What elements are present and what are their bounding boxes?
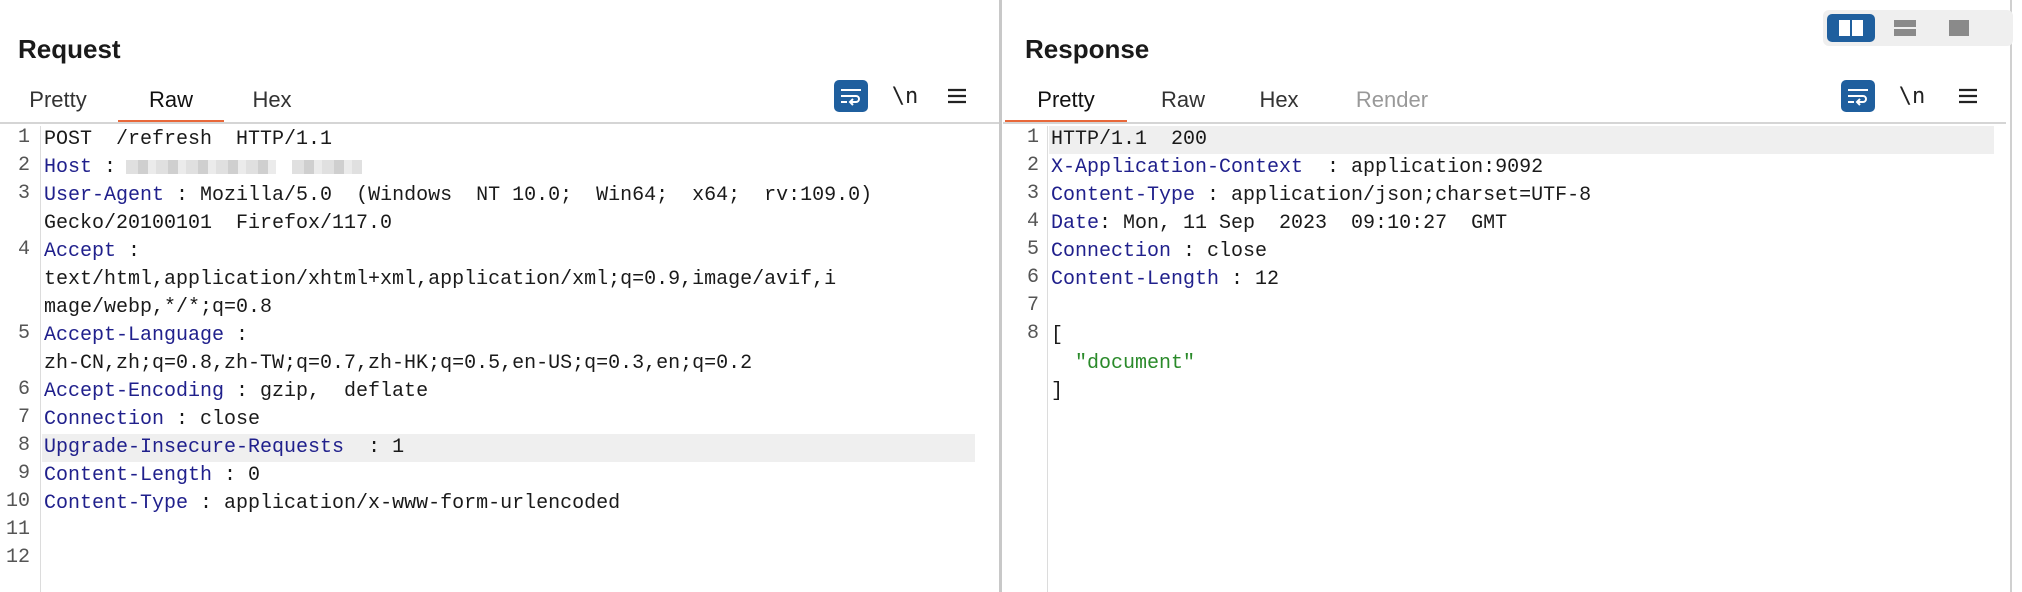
line-number: 6 xyxy=(17,378,30,401)
line-number: 7 xyxy=(1026,294,1039,317)
request-wrap-lines-button[interactable] xyxy=(834,80,868,112)
request-tab-raw[interactable]: Raw xyxy=(118,80,224,124)
response-tab-raw[interactable]: Raw xyxy=(1160,87,1205,112)
request-tab-pretty[interactable]: Pretty xyxy=(29,87,87,112)
redacted-host xyxy=(292,159,363,174)
response-line: [ xyxy=(1051,324,1064,347)
response-line-highlighted: HTTP/1.1 200 xyxy=(1049,126,1994,154)
response-tab-hex[interactable]: Hex xyxy=(1259,87,1299,112)
response-menu-button[interactable] xyxy=(1951,80,1985,112)
line-number: 3 xyxy=(17,182,30,205)
response-wrap-lines-button[interactable] xyxy=(1841,80,1875,112)
request-line: Content-Type : application/x-www-form-ur… xyxy=(44,492,621,515)
line-number: 4 xyxy=(17,238,30,261)
line-number: 4 xyxy=(1026,210,1039,233)
single-pane-button[interactable] xyxy=(1935,14,1983,42)
response-tab-render[interactable]: Render xyxy=(1355,87,1429,112)
request-line: User-Agent : Mozilla/5.0 (Windows NT 10.… xyxy=(44,184,873,207)
line-number: 10 xyxy=(5,490,30,513)
layout-toggle-group xyxy=(1823,10,2013,46)
request-line-highlighted: Upgrade-Insecure-Requests : 1 xyxy=(42,434,975,462)
request-tab-divider xyxy=(0,122,999,124)
request-line: Accept-Encoding : gzip, deflate xyxy=(44,380,429,403)
response-line: Content-Length : 12 xyxy=(1051,268,1280,291)
split-vertical-icon xyxy=(1894,20,1916,36)
response-editor[interactable]: 1 2 3 4 5 6 7 8 HTTP/1.1 200 X-Applicati… xyxy=(1003,126,2006,592)
line-number: 11 xyxy=(5,518,30,541)
line-number: 2 xyxy=(1026,154,1039,177)
wrap-lines-icon xyxy=(841,89,861,106)
request-editor[interactable]: 1 2 3 4 5 6 7 8 9 10 11 12 POST /refresh… xyxy=(0,126,999,592)
line-number: 12 xyxy=(5,546,30,569)
line-number: 5 xyxy=(1026,238,1039,261)
menu-icon xyxy=(1959,88,1977,104)
line-number: 5 xyxy=(17,322,30,345)
line-number: 8 xyxy=(1026,322,1039,345)
response-pane: Response Pretty Raw Hex Render \n 1 2 3 … xyxy=(1003,0,2006,592)
response-line: ] xyxy=(1051,380,1064,403)
request-menu-button[interactable] xyxy=(940,80,974,112)
request-line: Accept : xyxy=(44,240,141,263)
request-line: Host : xyxy=(44,154,999,182)
single-pane-icon xyxy=(1949,20,1969,36)
split-vertical-button[interactable] xyxy=(1881,14,1929,42)
split-horizontal-button[interactable] xyxy=(1827,14,1875,42)
response-tab-divider xyxy=(1003,122,2006,124)
response-line: Content-Type : application/json;charset=… xyxy=(1051,184,1592,207)
response-line: X-Application-Context : application:9092 xyxy=(1051,156,1544,179)
response-line: "document" xyxy=(1051,352,1196,375)
request-line: Content-Length : 0 xyxy=(44,464,261,487)
request-line: text/html,application/xhtml+xml,applicat… xyxy=(44,268,837,291)
line-number: 7 xyxy=(17,406,30,429)
request-title: Request xyxy=(18,34,121,64)
line-number: 9 xyxy=(17,462,30,485)
request-tab-hex[interactable]: Hex xyxy=(252,87,292,112)
request-line: POST /refresh HTTP/1.1 xyxy=(44,128,333,151)
response-newline-toggle[interactable]: \n xyxy=(1898,83,1926,109)
request-line: mage/webp,*/*;q=0.8 xyxy=(44,296,273,319)
response-line: Date: Mon, 11 Sep 2023 09:10:27 GMT xyxy=(1051,212,1508,235)
request-pane: Request Pretty Raw Hex \n 1 2 3 4 5 6 7 … xyxy=(0,0,999,592)
line-number: 1 xyxy=(17,126,30,149)
line-number: 8 xyxy=(17,434,30,457)
response-line: Connection : close xyxy=(1051,240,1268,263)
response-gutter xyxy=(1003,126,1048,592)
wrap-lines-icon xyxy=(1848,89,1868,106)
redacted-host xyxy=(126,159,277,174)
request-gutter xyxy=(0,126,41,592)
line-number: 3 xyxy=(1026,182,1039,205)
request-line: Connection : close xyxy=(44,408,261,431)
response-tab-pretty[interactable]: Pretty xyxy=(1005,80,1127,124)
line-number: 6 xyxy=(1026,266,1039,289)
request-line: zh-CN,zh;q=0.8,zh-TW;q=0.7,zh-HK;q=0.5,e… xyxy=(44,352,753,375)
response-title: Response xyxy=(1025,34,1150,64)
line-number: 2 xyxy=(17,154,30,177)
pane-splitter[interactable] xyxy=(999,0,1002,592)
line-number: 1 xyxy=(1026,126,1039,149)
right-edge-scrollbar[interactable] xyxy=(2010,0,2012,592)
request-line: Gecko/20100101 Firefox/117.0 xyxy=(44,212,393,235)
request-newline-toggle[interactable]: \n xyxy=(891,83,919,109)
request-line: Accept-Language : xyxy=(44,324,249,347)
split-horizontal-icon xyxy=(1839,20,1863,36)
menu-icon xyxy=(948,88,966,104)
